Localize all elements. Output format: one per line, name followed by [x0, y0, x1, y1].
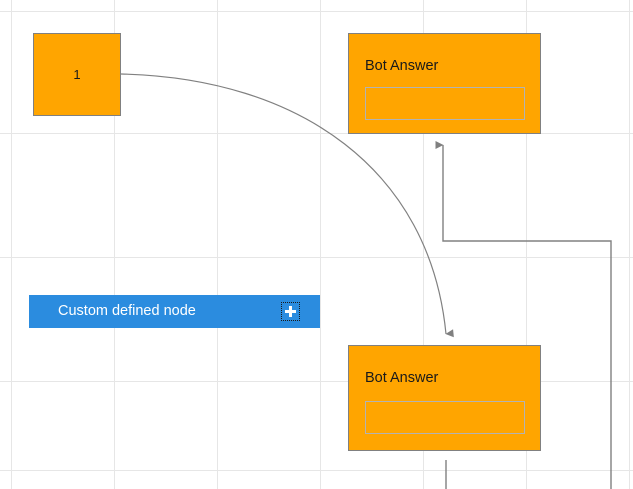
start-node-label: 1 — [73, 67, 81, 82]
bot-answer-node-top[interactable]: Bot Answer — [348, 33, 541, 134]
bot-answer-slot[interactable] — [365, 401, 525, 434]
bot-answer-node-bottom[interactable]: Bot Answer — [348, 345, 541, 451]
plus-icon-vertical — [289, 306, 292, 317]
bot-answer-title: Bot Answer — [365, 370, 439, 386]
custom-defined-node-label: Custom defined node — [58, 303, 196, 320]
bot-answer-slot[interactable] — [365, 87, 525, 120]
edge-bot-bottom-to-bot-top[interactable] — [435, 141, 612, 489]
start-node[interactable]: 1 — [33, 33, 121, 116]
edge-start-to-bot-bottom[interactable] — [120, 73, 454, 338]
bot-answer-title: Bot Answer — [365, 58, 439, 74]
custom-defined-node-bar[interactable]: Custom defined node — [29, 295, 320, 328]
plus-icon[interactable] — [281, 302, 300, 321]
